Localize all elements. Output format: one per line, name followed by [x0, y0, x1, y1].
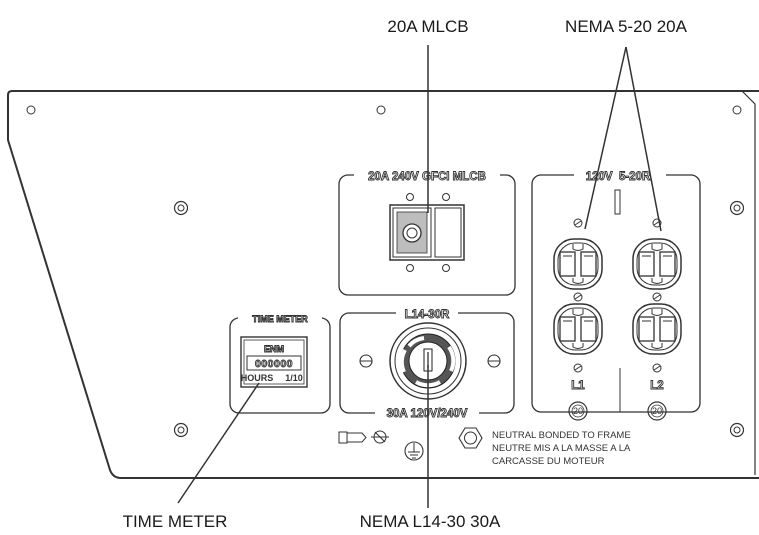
- breaker-button-left[interactable]: 20: [568, 401, 588, 421]
- panel-screw-top-center: [376, 105, 386, 115]
- l1430-bottom-label: 30A 120V/240V: [387, 408, 468, 420]
- outlet-5-20r-upper-right[interactable]: [632, 238, 682, 290]
- outlet-screw-top-left: [573, 218, 583, 228]
- callout-time-meter: TIME METER: [123, 512, 228, 531]
- hour-meter: ENM 000000 HOURS 1/10: [240, 336, 308, 388]
- ground-terminal: [338, 430, 389, 444]
- l1430-side-bolt-left: [359, 354, 373, 368]
- outlet-5-20r-lower-right[interactable]: [632, 303, 682, 355]
- panel-screw-top-left: [26, 105, 36, 115]
- neutral-bond-bolt: [458, 427, 483, 449]
- outlet-screw-mid-right: [652, 292, 662, 302]
- outlet-screw-bottom-left: [573, 363, 583, 373]
- panel-right-edge: [741, 90, 756, 475]
- time-meter-panel-label: TIME METER: [252, 314, 308, 324]
- breaker-right-rating: 20: [652, 406, 662, 416]
- ground-symbol-icon: [404, 441, 424, 461]
- outlet-screw-mid-left: [573, 292, 583, 302]
- outlet-5-20r-lower-left[interactable]: [553, 303, 603, 355]
- callout-20a-mlcb: 20A MLCB: [387, 17, 468, 36]
- gfci-screws: [406, 193, 450, 272]
- mounting-bolt-right-lower: [729, 422, 745, 438]
- leader-time-meter: [177, 382, 260, 504]
- hour-meter-hours-label: HOURS: [241, 373, 274, 383]
- outlet-screw-bottom-right: [652, 363, 662, 373]
- mounting-bolt-right-upper: [729, 200, 745, 216]
- neutral-note-line-3: CARCASSE DU MOTEUR: [492, 456, 605, 467]
- gfci-breaker[interactable]: [389, 204, 465, 261]
- mounting-bolt-left-upper: [173, 200, 189, 216]
- leader-nema520-right: [625, 46, 662, 232]
- outlet-label-l2: L2: [650, 380, 663, 392]
- neutral-note-line-1: NEUTRAL BONDED TO FRAME: [492, 430, 631, 441]
- outlet-label-l1: L1: [571, 380, 585, 392]
- breaker-left-rating: 20: [573, 406, 583, 416]
- callout-nema-5-20: NEMA 5-20 20A: [565, 17, 688, 36]
- duplex-outlet-label: 120V 5-20R: [586, 171, 651, 183]
- mounting-bolt-left-lower: [173, 422, 189, 438]
- breaker-button-right[interactable]: 20: [647, 401, 667, 421]
- l1430-side-bolt-right: [487, 354, 501, 368]
- panel-outline: [7, 90, 759, 479]
- callout-nema-l14-30: NEMA L14-30 30A: [360, 512, 501, 531]
- leader-nema520-left: [584, 46, 627, 230]
- hour-meter-brand: ENM: [264, 344, 284, 354]
- neutral-note-line-2: NEUTRE MIS A LA MASSE A LA: [492, 443, 631, 454]
- l1430-top-label: L14-30R: [405, 309, 450, 321]
- outlet-5-20r-upper-left[interactable]: [553, 238, 603, 290]
- hour-meter-digits: 000000: [255, 358, 293, 370]
- hour-meter-tenths-label: 1/10: [285, 373, 303, 383]
- duplex-outlet-frame: [531, 174, 701, 413]
- panel-screw-top-right: [732, 105, 742, 115]
- gfci-mlcb-label: 20A 240V GFCI MLCB: [368, 171, 486, 183]
